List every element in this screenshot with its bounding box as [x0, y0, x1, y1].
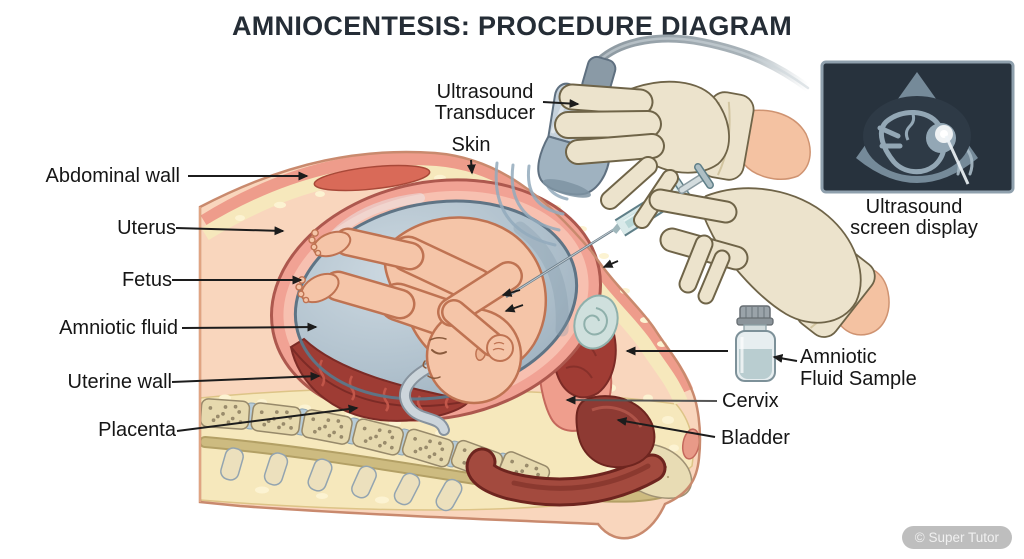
transducer-cable [596, 34, 812, 92]
label-amniotic-fluid: Amniotic fluid [59, 317, 178, 339]
leader-lines [171, 99, 798, 438]
label-uterus: Uterus [117, 217, 176, 239]
body-outline [198, 150, 702, 540]
clinician-arm [741, 109, 811, 180]
label-ultrasound-transducer-line1: Ultrasound [436, 81, 534, 103]
fetus-foot [295, 272, 340, 304]
bladder-shape [575, 395, 656, 469]
label-skin: Skin [451, 134, 491, 156]
label-bladder: Bladder [721, 427, 790, 449]
watermark-badge: © Super Tutor [901, 526, 1012, 549]
fetus-face [422, 336, 447, 380]
syringe-plunger [678, 163, 714, 194]
sample-vial-icon [735, 305, 776, 382]
label-placenta: Placenta [98, 419, 176, 441]
label-fetus: Fetus [121, 269, 172, 291]
label-sample-line1: Amniotic [800, 346, 877, 368]
needle-direction-arrows [501, 259, 619, 313]
label-ultrasound-transducer: Ultrasound Transducer [415, 82, 555, 124]
fetus-foot [308, 229, 352, 258]
label-screen-caption-line2: screen display [850, 217, 978, 239]
umbilical-cord [399, 360, 450, 436]
ultrasound-screen [820, 60, 1015, 194]
transducer-cable-highlight [598, 37, 810, 90]
label-uterine-wall: Uterine wall [67, 371, 172, 393]
fetus-figure [295, 216, 548, 405]
gloved-hand-syringe [648, 187, 890, 338]
label-abdominal-wall: Abdominal wall [45, 165, 180, 187]
mucus-plug-swirl [573, 294, 619, 350]
label-amniotic-fluid-sample: Amniotic Fluid Sample [800, 346, 917, 390]
label-sample-line2: Fluid Sample [800, 368, 917, 390]
gloved-hand-transducer [554, 80, 811, 229]
label-screen-caption-line1: Ultrasound [865, 196, 963, 218]
label-ultrasound-transducer-line2: Transducer [434, 102, 536, 124]
label-cervix: Cervix [722, 390, 779, 412]
page-title: AMNIOCENTESIS: PROCEDURE DIAGRAM [231, 11, 793, 41]
label-ultrasound-screen-display: Ultrasound screen display [828, 197, 1000, 239]
